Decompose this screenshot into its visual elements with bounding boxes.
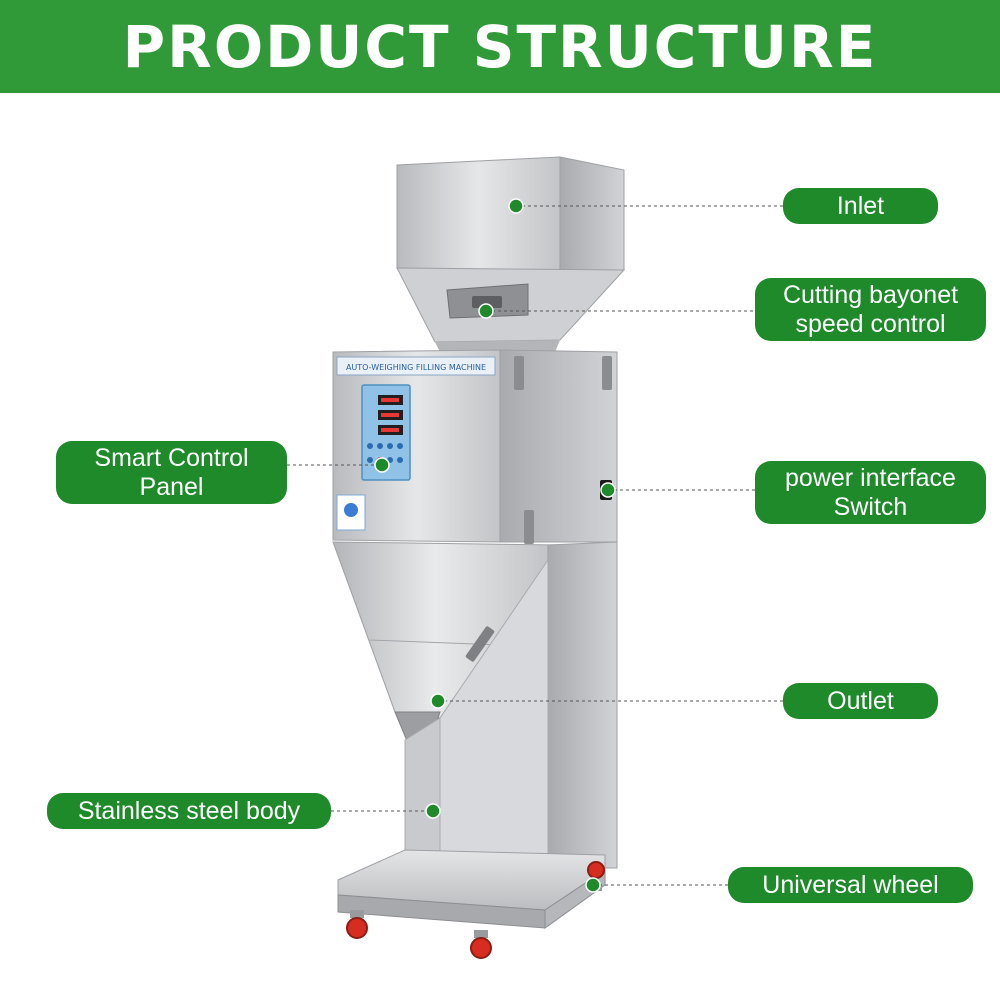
label-smart-line1: Smart Control xyxy=(94,443,249,472)
leader-lines xyxy=(287,205,783,886)
label-power-line1: power interface xyxy=(785,463,956,492)
cone-clamp xyxy=(465,626,495,662)
led-2 xyxy=(381,413,399,417)
led-1 xyxy=(381,398,399,402)
label-cutting-line1: Cutting bayonet xyxy=(782,280,959,309)
wheel-mount-1 xyxy=(350,910,364,918)
label-stainless-steel-body: Stainless steel body xyxy=(47,793,331,829)
wheel-2 xyxy=(470,937,492,959)
label-smart-line2: Panel xyxy=(139,472,204,501)
nameplate xyxy=(336,356,496,376)
dot-power xyxy=(600,482,616,498)
button-4 xyxy=(397,443,403,449)
dot-outlet xyxy=(430,693,446,709)
dot-stainless xyxy=(425,803,441,819)
wheels xyxy=(346,861,605,959)
stand xyxy=(337,541,618,929)
dot-cutting xyxy=(478,303,494,319)
wheel-mount-2 xyxy=(474,930,488,938)
column-side xyxy=(547,541,618,869)
wheel-3 xyxy=(587,861,605,879)
hopper xyxy=(396,156,626,352)
label-outlet: Outlet xyxy=(783,683,938,719)
title-banner: PRODUCT STRUCTURE xyxy=(0,0,1000,93)
label-power-interface: power interface Switch xyxy=(755,461,986,524)
dot-wheel xyxy=(585,877,601,893)
nameplate-text: AUTO-WEIGHING FILLING MACHINE xyxy=(346,363,486,372)
dot-smart xyxy=(374,457,390,473)
label-power-line2: Switch xyxy=(833,492,908,521)
cabinet: AUTO-WEIGHING FILLING MACHINE xyxy=(332,349,618,544)
button-2 xyxy=(377,443,383,449)
dot-inlet xyxy=(508,198,524,214)
callout-dots xyxy=(374,198,616,893)
label-inlet: Inlet xyxy=(783,188,938,224)
label-stainless-text: Stainless steel body xyxy=(77,796,301,825)
button-1 xyxy=(367,443,373,449)
hopper-throat xyxy=(435,340,560,352)
button-3 xyxy=(387,443,393,449)
column-left xyxy=(404,717,441,859)
label-wheel-text: Universal wheel xyxy=(762,870,939,899)
wheel-1 xyxy=(346,917,368,939)
button-5 xyxy=(367,457,373,463)
label-universal-wheel: Universal wheel xyxy=(728,867,973,903)
label-inlet-text: Inlet xyxy=(836,191,885,220)
label-outlet-text: Outlet xyxy=(827,686,894,715)
page-title: PRODUCT STRUCTURE xyxy=(122,12,878,81)
cutting-bayonet-handle xyxy=(472,296,502,308)
latch-left xyxy=(514,356,524,390)
label-cutting-bayonet: Cutting bayonet speed control xyxy=(755,278,986,341)
latch-right xyxy=(602,356,612,390)
button-8 xyxy=(397,457,403,463)
hopper-front xyxy=(396,156,561,271)
label-cutting-line2: speed control xyxy=(795,309,946,338)
latch-lower xyxy=(524,510,534,544)
logo-mark xyxy=(344,503,358,517)
hopper-side xyxy=(559,156,625,271)
led-3 xyxy=(381,428,399,432)
label-smart-control-panel: Smart Control Panel xyxy=(56,441,287,504)
